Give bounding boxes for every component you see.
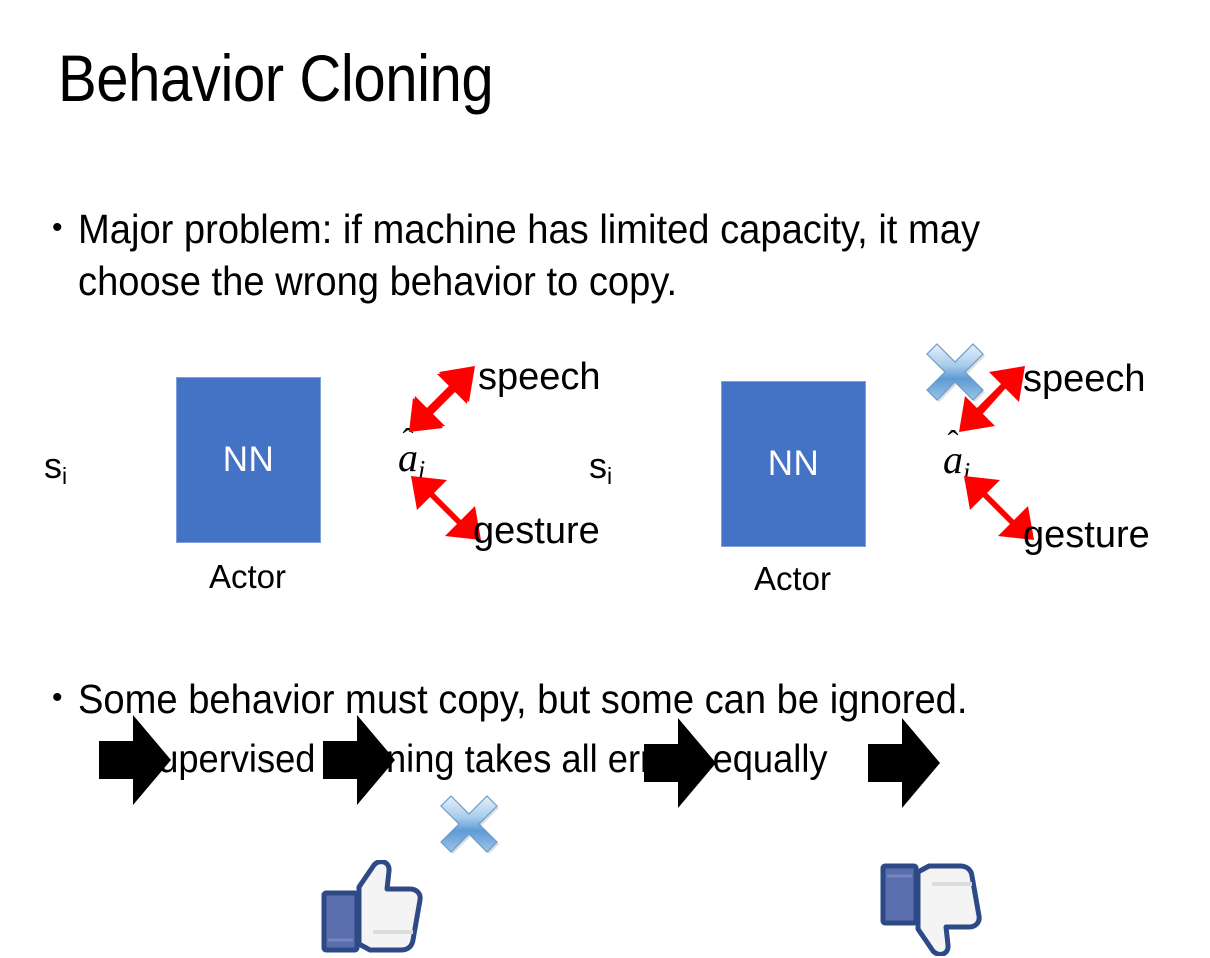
- actor-caption-left: Actor: [208, 558, 287, 595]
- blue-x-icon-speech-right: [926, 343, 985, 402]
- actor-caption-right: Actor: [753, 560, 832, 597]
- bullet-marker: •: [108, 743, 119, 776]
- slide-title: Behavior Cloning: [58, 41, 494, 115]
- bullet-text: Supervised learning takes all errors equ…: [134, 738, 828, 781]
- branch-label-speech-left: speech: [478, 356, 601, 398]
- bullet-marker: •: [52, 681, 63, 714]
- nn-box-right: NN: [721, 381, 866, 547]
- bullet-marker: •: [52, 211, 63, 244]
- slide-canvas: Behavior Cloning • Major problem: if mac…: [0, 41, 1205, 956]
- thumbs-up-icon-left: [321, 860, 423, 953]
- state-subscript: i: [62, 462, 68, 489]
- state-label-left: si: [44, 448, 67, 488]
- bullet-text: Major problem: if machine has limited ca…: [78, 206, 981, 305]
- action-label-left: ̂ai: [398, 438, 425, 483]
- state-label-right: si: [589, 448, 612, 488]
- block-arrow-input-right: [644, 718, 716, 808]
- diagram-right: si NN Actor ̂ai: [545, 330, 1205, 956]
- state-subscript: i: [607, 462, 613, 489]
- block-arrow-output-left: [323, 715, 395, 805]
- bullet-item-bottom-1: • Some behavior must copy, but some can …: [52, 673, 1162, 725]
- branch-label-speech-right: speech: [1023, 358, 1146, 400]
- state-symbol: s: [589, 445, 607, 486]
- bullet-item-bottom-2: • Supervised learning takes all errors e…: [108, 735, 1168, 785]
- action-label-right: ̂ai: [943, 440, 970, 485]
- red-double-arrow-gesture-left: [411, 476, 481, 540]
- bullet-item-top: • Major problem: if machine has limited …: [52, 203, 1162, 308]
- branch-label-gesture-left: gesture: [473, 510, 600, 552]
- action-subscript: i: [418, 455, 426, 485]
- red-double-arrow-speech-right: [959, 366, 1025, 432]
- bullet-text: Some behavior must copy, but some can be…: [78, 676, 968, 722]
- red-double-arrow-gesture-right: [964, 476, 1034, 540]
- action-subscript: i: [963, 457, 971, 487]
- nn-box-label: NN: [222, 440, 275, 479]
- nn-box-left: NN: [176, 377, 321, 543]
- action-symbol: ̂a: [398, 438, 418, 478]
- thumbs-down-icon-right: [880, 863, 982, 956]
- branch-label-gesture-right: gesture: [1023, 514, 1150, 556]
- diagram-left: si NN Actor ̂ai: [0, 330, 620, 953]
- action-letter: a: [943, 437, 963, 482]
- action-symbol: ̂a: [943, 440, 963, 480]
- blue-x-icon-gesture-left: [440, 795, 499, 854]
- nn-box-label: NN: [767, 444, 820, 483]
- red-double-arrow-speech-left: [409, 366, 475, 432]
- block-arrow-output-right: [868, 718, 940, 808]
- block-arrow-input-left: [99, 715, 171, 805]
- action-letter: a: [398, 435, 418, 480]
- state-symbol: s: [44, 445, 62, 486]
